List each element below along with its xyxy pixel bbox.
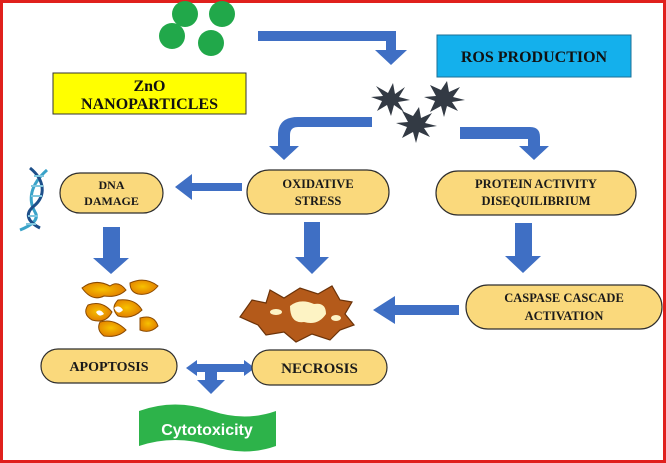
cytotoxicity-banner: Cytotoxicity (139, 404, 276, 452)
oxidative-stress-line1: OXIDATIVE (282, 177, 353, 191)
arrow-oxidative-down (295, 222, 329, 274)
caspase-cascade-node: CASPASE CASCADE ACTIVATION (465, 284, 663, 330)
nanoparticle-icon (159, 1, 235, 56)
dna-damage-node: DNA DAMAGE (59, 172, 164, 214)
necrosis-node: NECROSIS (251, 349, 388, 386)
arrow-np-to-ros (258, 31, 407, 65)
apoptosis-node: APOPTOSIS (40, 348, 178, 384)
zno-label-line2: NANOPARTICLES (81, 96, 218, 113)
arrow-dna-down (93, 227, 129, 274)
ros-production-label: ROS PRODUCTION (461, 49, 608, 66)
dna-helix-icon (19, 166, 49, 232)
protein-activity-line2: DISEQUILIBRIUM (481, 194, 590, 208)
arrow-protein-down (505, 223, 541, 273)
ros-particle-icon (371, 81, 465, 143)
necrotic-cell-icon (239, 285, 356, 343)
dna-damage-line2: DAMAGE (84, 194, 139, 208)
apoptotic-cell-icon (81, 279, 159, 337)
zno-nanoparticles-box: ZnO NANOPARTICLES (52, 72, 247, 115)
dna-damage-line1: DNA (99, 178, 125, 192)
apoptosis-label: APOPTOSIS (69, 360, 148, 375)
protein-activity-line1: PROTEIN ACTIVITY (475, 177, 597, 191)
arrow-ros-to-oxidative (269, 117, 372, 160)
arrow-ros-to-protein (460, 127, 549, 160)
necrosis-label: NECROSIS (281, 361, 358, 377)
oxidative-stress-line2: STRESS (295, 194, 342, 208)
zno-label-line1: ZnO (133, 78, 165, 95)
oxidative-stress-node: OXIDATIVE STRESS (246, 169, 390, 215)
arrow-apoptosis-necrosis (186, 360, 255, 394)
cytotoxicity-label: Cytotoxicity (161, 422, 253, 439)
arrow-caspase-to-necrotic (373, 296, 459, 324)
protein-activity-node: PROTEIN ACTIVITY DISEQUILIBRIUM (435, 170, 637, 216)
arrow-oxidative-to-dna (175, 174, 242, 200)
caspase-cascade-line1: CASPASE CASCADE (504, 291, 624, 305)
ros-production-box: ROS PRODUCTION (436, 34, 632, 78)
flow-arrows (93, 31, 549, 394)
caspase-cascade-line2: ACTIVATION (525, 309, 604, 323)
